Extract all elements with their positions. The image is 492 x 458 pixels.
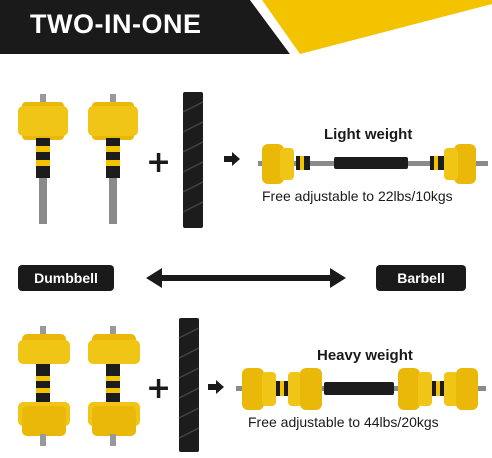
row1-title: Light weight (324, 126, 413, 143)
row1-detail: Free adjustable to 22lbs/10kgs (262, 188, 453, 204)
banner-title: TWO-IN-ONE (30, 9, 202, 39)
dumbbell-heavy-1 (18, 326, 70, 446)
double-arrow-icon (146, 268, 346, 288)
arrow-right-icon (224, 152, 240, 166)
banner-shape (0, 0, 492, 54)
plus-icon: + (146, 145, 172, 180)
dumbbell-half-light-1 (18, 94, 68, 224)
row2-detail: Free adjustable to 44lbs/20kgs (248, 414, 439, 430)
dumbbell-label: Dumbbell (18, 265, 114, 291)
foam-tube-light (182, 92, 204, 228)
barbell-light (258, 144, 488, 184)
dumbbell-half-light-2 (88, 94, 138, 224)
arrow-right-icon (208, 380, 224, 394)
barbell-heavy (236, 368, 486, 410)
plus-icon: + (146, 371, 172, 406)
foam-tube-heavy (178, 318, 200, 452)
row2-title: Heavy weight (317, 347, 413, 364)
banner: TWO-IN-ONE (0, 0, 492, 54)
dumbbell-heavy-2 (88, 326, 140, 446)
barbell-label: Barbell (376, 265, 466, 291)
